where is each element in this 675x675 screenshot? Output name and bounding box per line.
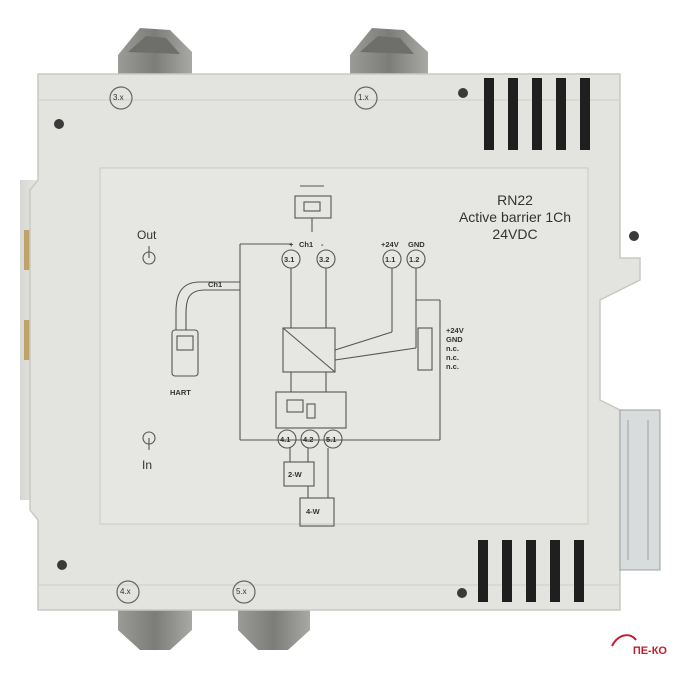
device-supply: 24VDC: [492, 226, 538, 242]
ch1-label-hart: Ch1: [208, 280, 223, 289]
pin-4-2: 4.2: [303, 435, 314, 444]
device-model: RN22: [497, 192, 533, 208]
vent-slots-top: [484, 78, 590, 150]
terminal-marker-4x: [116, 580, 140, 604]
ch1-minus: -: [321, 240, 324, 249]
bus-nc-2: n.c.: [446, 353, 459, 362]
in-label: In: [142, 458, 153, 472]
pin-5-1: 5.1: [326, 435, 337, 444]
din-rail-clip: [619, 409, 661, 571]
terminal-label-1x: 1.x: [358, 93, 369, 102]
two-wire-label: 2-W: [288, 470, 302, 479]
bus-nc-3: n.c.: [446, 362, 459, 371]
bus-24v: +24V: [446, 326, 464, 335]
terminal-marker-3x: [109, 86, 133, 110]
watermark-text: ПЕ-КО: [632, 645, 667, 657]
pin-4-1: 4.1: [280, 435, 291, 444]
pin-3-2: 3.2: [319, 255, 330, 264]
bottom-right-connector: [238, 608, 310, 650]
screw-holes: [54, 88, 639, 598]
four-wire-label: 4-W: [306, 507, 320, 516]
bottom-left-connector: [118, 608, 192, 650]
terminal-label-5x: 5.x: [236, 587, 247, 596]
pin-1-1: 1.1: [385, 255, 396, 264]
ch1-plus: +: [289, 240, 294, 249]
label-plate: [99, 167, 589, 525]
bus-gnd: GND: [446, 335, 463, 344]
terminal-label-3x: 3.x: [113, 93, 124, 102]
vent-slots-bottom: [478, 540, 584, 602]
device-description: Active barrier 1Ch: [458, 209, 572, 225]
pin-3-1: 3.1: [284, 255, 295, 264]
bus-nc-1: n.c.: [446, 344, 459, 353]
gnd-label: GND: [408, 240, 425, 249]
schematic-diagram: [142, 185, 441, 527]
terminal-label-4x: 4.x: [120, 587, 131, 596]
pin-1-2: 1.2: [409, 255, 420, 264]
terminal-marker-5x: [232, 580, 256, 604]
top-left-connector: [118, 28, 192, 78]
plus24v-label: +24V: [381, 240, 399, 249]
out-label: Out: [137, 228, 157, 242]
ch1-label-top: Ch1: [299, 240, 314, 249]
terminal-marker-1x: [354, 86, 378, 110]
top-right-connector: [350, 28, 428, 78]
hart-label: HART: [170, 388, 191, 397]
watermark-logo: [611, 634, 637, 647]
